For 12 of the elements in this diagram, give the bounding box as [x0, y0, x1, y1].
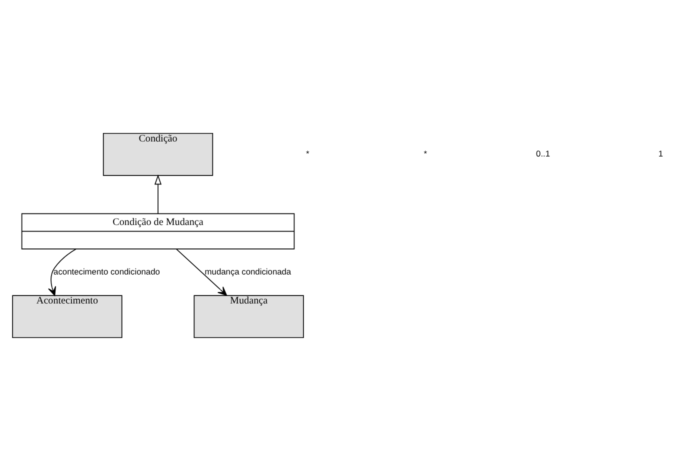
arrow — [176, 248, 228, 296]
edge-label: acontecimento condicionado — [54, 266, 160, 277]
label: * — [306, 148, 310, 158]
node-box: Condição — [102, 132, 214, 176]
label: 0..1 — [536, 148, 550, 158]
node-box: Acontecimento — [12, 295, 122, 338]
edge-label: mudança condicionada — [204, 266, 292, 277]
node-box: Mudança — [194, 295, 304, 338]
label: 1 — [658, 148, 664, 158]
arrow — [154, 174, 162, 214]
arrow — [48, 248, 77, 296]
label: * — [424, 148, 427, 158]
